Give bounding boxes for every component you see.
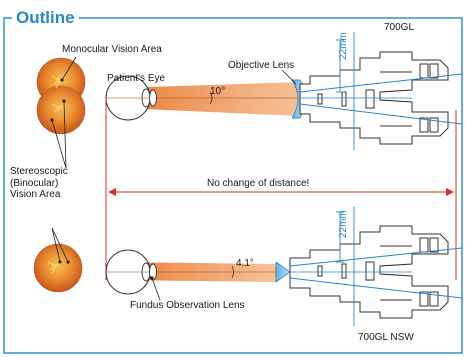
patients-eye-label: Patient's Eye [107, 73, 166, 84]
fundus-lens-label: Fundus Observation Lens [130, 300, 245, 311]
objective-lens-label: Objective Lens [228, 60, 295, 71]
model-bottom-name: 700GL NSW [358, 332, 414, 343]
fundus-lens-bottom [275, 261, 291, 283]
angle-bottom-label: 4.1° [236, 258, 254, 269]
patient-eye-bottom [105, 249, 157, 295]
no-change-label: No change of distance! [204, 178, 313, 190]
fundus-top [36, 57, 86, 135]
patient-eye-top [105, 75, 157, 121]
width-top-label: 22mm [338, 32, 349, 60]
angle-top-label: 10° [210, 86, 226, 97]
section-title: Outline [12, 8, 79, 28]
width-bottom-label: 22mm [338, 210, 349, 238]
beam-top [120, 82, 300, 116]
frame [3, 17, 463, 354]
model-top-name: 700GL [384, 22, 415, 33]
monocular-area-label: Monocular Vision Area [62, 44, 162, 55]
fundus-bottom [33, 243, 83, 293]
stereo-area-label: Stereoscopic (Binocular) Vision Area [10, 166, 68, 200]
